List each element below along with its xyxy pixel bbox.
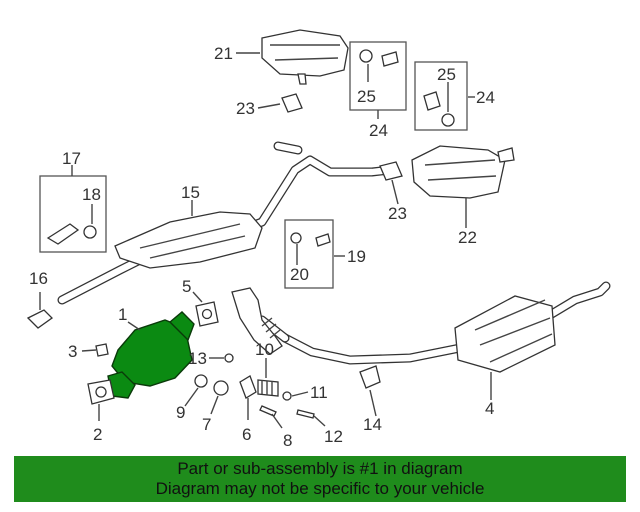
callout-18: 18 [82, 185, 101, 204]
nut-9 [194, 374, 208, 388]
callout-24-right: 24 [476, 88, 495, 107]
callout-3: 3 [68, 342, 77, 361]
rear-muffler [454, 295, 556, 373]
callout-12: 12 [324, 427, 343, 446]
bolt-13 [224, 353, 234, 363]
spring-10 [257, 379, 279, 397]
kit-box-17 [39, 175, 107, 253]
callout-labels: 1 2 3 4 5 6 7 8 9 10 11 12 13 14 15 16 1… [29, 44, 495, 450]
banner-line-part-info: Part or sub-assembly is #1 in diagram [177, 459, 463, 478]
clamp-23-right [379, 161, 403, 181]
callout-4: 4 [485, 399, 494, 418]
gasket-2 [87, 379, 115, 405]
callout-14: 14 [363, 415, 382, 434]
callout-2: 2 [93, 425, 102, 444]
bolt-7 [213, 380, 229, 396]
washer-11 [282, 391, 292, 401]
callout-23-right: 23 [388, 204, 407, 223]
callout-13: 13 [188, 349, 207, 368]
callout-5: 5 [182, 277, 191, 296]
callout-16: 16 [29, 269, 48, 288]
tail-muffler-right [411, 145, 515, 199]
callout-1: 1 [118, 305, 127, 324]
nut-3 [95, 343, 109, 357]
callout-6: 6 [242, 425, 251, 444]
callout-22: 22 [458, 228, 477, 247]
callout-9: 9 [176, 403, 185, 422]
info-banner: Part or sub-assembly is #1 in diagram Di… [14, 456, 626, 502]
callout-11: 11 [310, 383, 328, 402]
gasket-5 [195, 301, 219, 327]
banner-line-disclaimer: Diagram may not be specific to your vehi… [155, 479, 485, 498]
clamp-23-top [281, 93, 303, 113]
callout-23-top: 23 [236, 99, 255, 118]
middle-muffler [114, 211, 263, 269]
tail-muffler-left [261, 29, 349, 85]
callout-24-top: 24 [369, 121, 388, 140]
callout-15: 15 [181, 183, 200, 202]
bracket-14 [359, 365, 381, 389]
kit-box-19 [284, 219, 334, 289]
callout-25-top: 25 [357, 87, 376, 106]
callout-25-right: 25 [437, 65, 456, 84]
callout-17: 17 [62, 149, 81, 168]
kit-box-24-right [414, 61, 468, 131]
callout-8: 8 [283, 431, 292, 450]
callout-7: 7 [202, 415, 211, 434]
callout-10: 10 [255, 340, 274, 359]
flex-pipe [231, 287, 283, 355]
callout-21: 21 [214, 44, 233, 63]
leader-lines [39, 52, 492, 429]
clamp-6 [239, 375, 257, 399]
callout-19: 19 [347, 247, 366, 266]
exhaust-parts-diagram: 1 2 3 4 5 6 7 8 9 10 11 12 13 14 15 16 1… [26, 29, 611, 450]
clamp-16 [26, 309, 54, 329]
bolt-12 [296, 409, 315, 419]
catalytic-converter-highlighted [107, 311, 195, 399]
bolt-8 [259, 405, 277, 417]
callout-20: 20 [290, 265, 309, 284]
